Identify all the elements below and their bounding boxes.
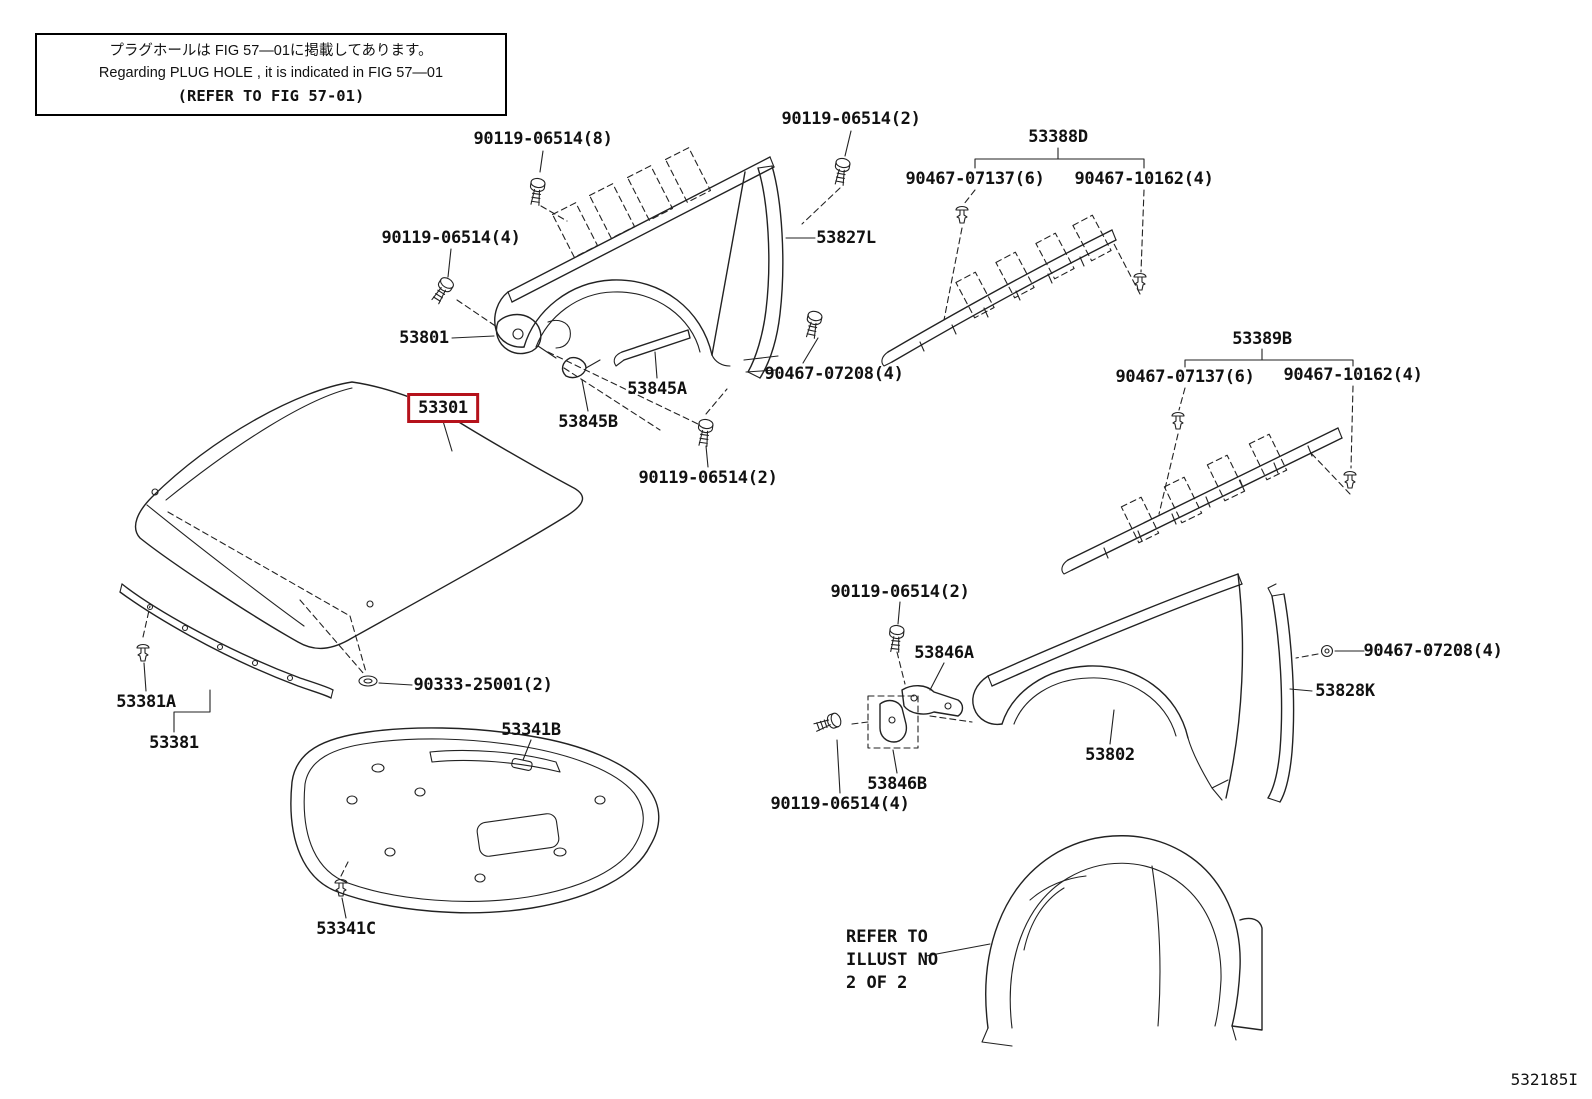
part-label-90467-07137-6b: 90467-07137(6) — [1115, 367, 1255, 387]
part-label-53846a: 53846A — [914, 643, 974, 663]
part-label-90119-06514-4a: 90119-06514(4) — [381, 228, 521, 248]
part-label-53827l: 53827L — [816, 228, 876, 248]
part-label-53801: 53801 — [399, 328, 449, 348]
note-line-en: Regarding PLUG HOLE , it is indicated in… — [98, 64, 444, 81]
part-label-53341b: 53341B — [501, 720, 561, 740]
part-label-90119-06514-4b: 90119-06514(4) — [770, 794, 910, 814]
part-label-90333-25001-2: 90333-25001(2) — [413, 675, 553, 695]
part-label-53388d: 53388D — [1028, 127, 1088, 147]
part-label-90119-06514-2a: 90119-06514(2) — [781, 109, 921, 129]
part-label-53845b: 53845B — [558, 412, 618, 432]
part-label-53389b: 53389B — [1232, 329, 1292, 349]
note-line-jp: プラグホールは FIG 57—01に掲載してあります。 — [109, 43, 433, 59]
refer-to-illust-note: REFER TO ILLUST NO 2 OF 2 — [846, 926, 938, 995]
part-label-90467-10162-4a: 90467-10162(4) — [1074, 169, 1214, 189]
plug-hole-note-box: プラグホールは FIG 57—01に掲載してあります。 Regarding PL… — [35, 33, 507, 116]
part-label-53828k: 53828K — [1315, 681, 1375, 701]
part-label-53845a: 53845A — [627, 379, 687, 399]
diagram-code: 532185I — [1510, 1070, 1578, 1089]
part-label-53802: 53802 — [1085, 745, 1135, 765]
part-label-53301-highlighted: 53301 — [407, 393, 479, 423]
part-label-90119-06514-8: 90119-06514(8) — [473, 129, 613, 149]
part-label-53381a: 53381A — [116, 692, 176, 712]
part-label-90467-07208-4b: 90467-07208(4) — [1363, 641, 1503, 661]
part-label-53846b: 53846B — [867, 774, 927, 794]
refer-line-2: ILLUST NO — [846, 949, 939, 970]
refer-line-3: 2 OF 2 — [846, 972, 908, 993]
part-label-53381: 53381 — [149, 733, 199, 753]
part-label-90467-07208-4a: 90467-07208(4) — [764, 364, 904, 384]
part-label-90119-06514-2c: 90119-06514(2) — [830, 582, 970, 602]
part-label-53341c: 53341C — [316, 919, 376, 939]
part-label-90119-06514-2b: 90119-06514(2) — [638, 468, 778, 488]
note-line-refer: (REFER TO FIG 57-01) — [177, 86, 365, 105]
part-label-90467-07137-6a: 90467-07137(6) — [905, 169, 1045, 189]
refer-line-1: REFER TO — [846, 927, 928, 947]
part-label-90467-10162-4b: 90467-10162(4) — [1283, 365, 1423, 385]
